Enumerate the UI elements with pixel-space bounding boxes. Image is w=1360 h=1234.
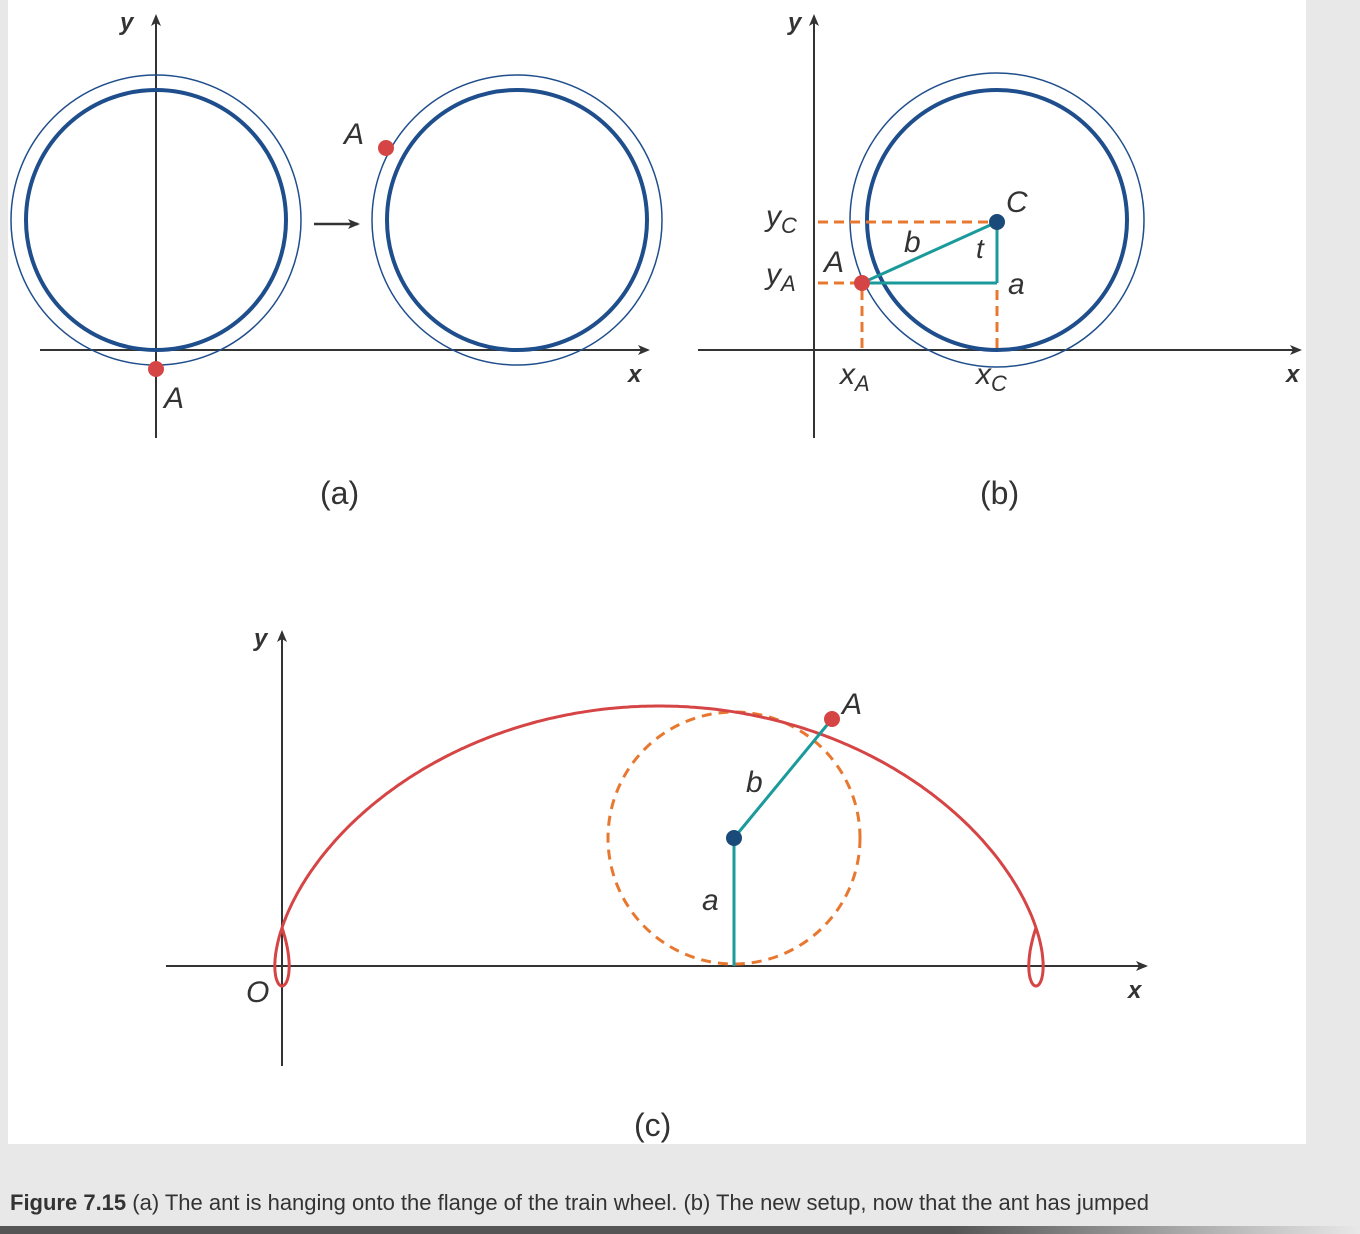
wheel — [865, 88, 1129, 352]
ant-point-bottom — [148, 361, 164, 377]
segment-b — [861, 220, 998, 285]
panel-b-y-label: y — [787, 9, 803, 36]
point-a — [824, 711, 840, 727]
figure-caption: Figure 7.15 (a) The ant is hanging onto … — [10, 1186, 1350, 1234]
panel-c: y x O A b a (c) — [166, 625, 1148, 1143]
yc-label: yC — [764, 200, 797, 238]
segment-a-label: a — [1008, 268, 1025, 301]
panel-b-x-label: x — [1284, 361, 1301, 388]
figure-number: Figure 7.15 — [10, 1190, 127, 1215]
prolate-cycloid-curve — [273, 704, 1045, 988]
point-a-label: A — [822, 246, 844, 279]
panel-c-caption: (c) — [634, 1107, 671, 1143]
rolling-circle — [606, 710, 862, 966]
panel-b-caption: (b) — [980, 475, 1019, 511]
right-wheel — [385, 88, 649, 352]
point-a-top-label: A — [342, 118, 364, 151]
figure-panel: y x A A (a) y x yC yA xA xC C A b t a (b… — [8, 0, 1306, 1144]
panel-a-caption: (a) — [320, 475, 359, 511]
panel-c-y-label: y — [253, 625, 269, 652]
panel-b: y x yC yA xA xC C A b t a (b) — [698, 9, 1302, 511]
angle-t-label: t — [976, 233, 985, 264]
left-wheel — [24, 88, 288, 352]
origin-label: O — [246, 976, 269, 1009]
xa-label: xA — [838, 358, 870, 396]
panel-a-x-label: x — [626, 361, 643, 388]
panel-a: y x A A (a) — [10, 9, 663, 511]
point-c — [989, 214, 1005, 230]
segment-b-label: b — [746, 766, 763, 799]
point-a-bottom-label: A — [162, 382, 184, 415]
ya-label: yA — [764, 258, 796, 296]
panel-a-y-label: y — [119, 9, 135, 36]
point-a-label: A — [840, 688, 862, 721]
caption-text: (a) The ant is hanging onto the flange o… — [126, 1190, 1149, 1215]
scroll-edge-bar — [0, 1226, 1360, 1234]
segment-b-label: b — [904, 226, 921, 259]
segment-b — [732, 718, 834, 839]
panel-c-x-label: x — [1126, 977, 1143, 1004]
right-wheel-flange — [371, 74, 663, 366]
point-c-label: C — [1006, 186, 1028, 219]
circle-center-point — [726, 830, 742, 846]
wheel-flange — [849, 72, 1145, 368]
xc-label: xC — [974, 358, 1007, 396]
figure-diagram: y x A A (a) y x yC yA xA xC C A b t a (b… — [10, 9, 1302, 1143]
segment-a-label: a — [702, 884, 719, 917]
point-a — [854, 275, 870, 291]
ant-point-top — [378, 140, 394, 156]
